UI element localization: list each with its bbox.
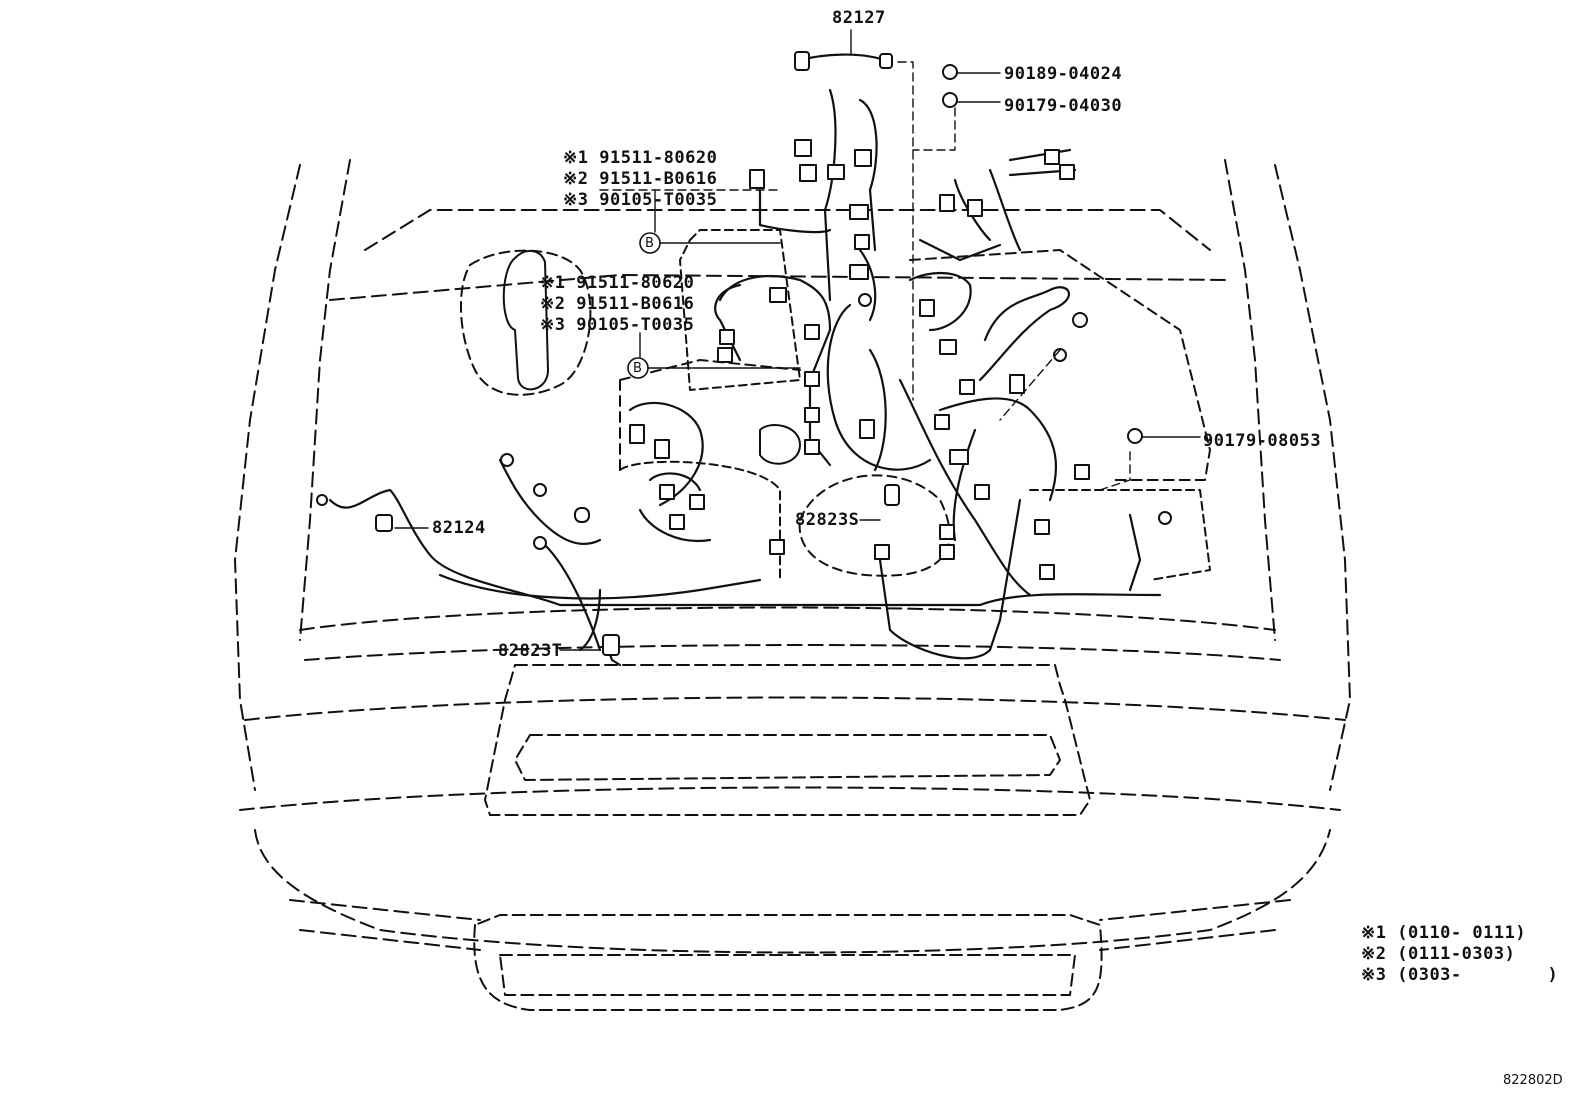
connectors xyxy=(316,51,1172,656)
legend-line-1: ※1 (0110- 0111) xyxy=(1361,923,1527,943)
upper-group-line-2: ※2 91511-B0616 xyxy=(563,169,718,189)
lower-group-line-3: ※3 90105-T0035 xyxy=(540,315,695,335)
callout-82823T: 82823T xyxy=(498,641,563,661)
vehicle-body-outline xyxy=(234,159,1351,954)
callout-82124: 82124 xyxy=(432,518,486,538)
leader-lines xyxy=(394,29,1201,651)
bolt-marker-lower: B xyxy=(633,361,642,376)
callout-90179-04030: 90179-04030 xyxy=(1004,96,1123,116)
legend-line-3: ※3 (0303- ) xyxy=(1361,965,1559,985)
upper-group-line-3: ※3 90105-T0035 xyxy=(563,190,718,210)
legend-line-2: ※2 (0111-0303) xyxy=(1361,944,1516,964)
callout-90179-08053: 90179-08053 xyxy=(1203,431,1322,451)
upper-group-line-1: ※1 91511-80620 xyxy=(563,148,718,168)
bolt-markers xyxy=(627,232,661,379)
callout-90189-04024: 90189-04024 xyxy=(1004,64,1123,84)
callout-82823S: 82823S xyxy=(795,510,860,530)
callout-82127: 82127 xyxy=(832,8,886,28)
wiring-harness xyxy=(328,53,1162,667)
lower-group-line-2: ※2 91511-B0616 xyxy=(540,294,695,314)
diagram-code: 822802D xyxy=(1503,1073,1563,1088)
bolt-marker-upper: B xyxy=(645,236,654,251)
lower-group-line-1: ※1 91511-80620 xyxy=(540,273,695,293)
front-grille xyxy=(473,664,1103,1011)
